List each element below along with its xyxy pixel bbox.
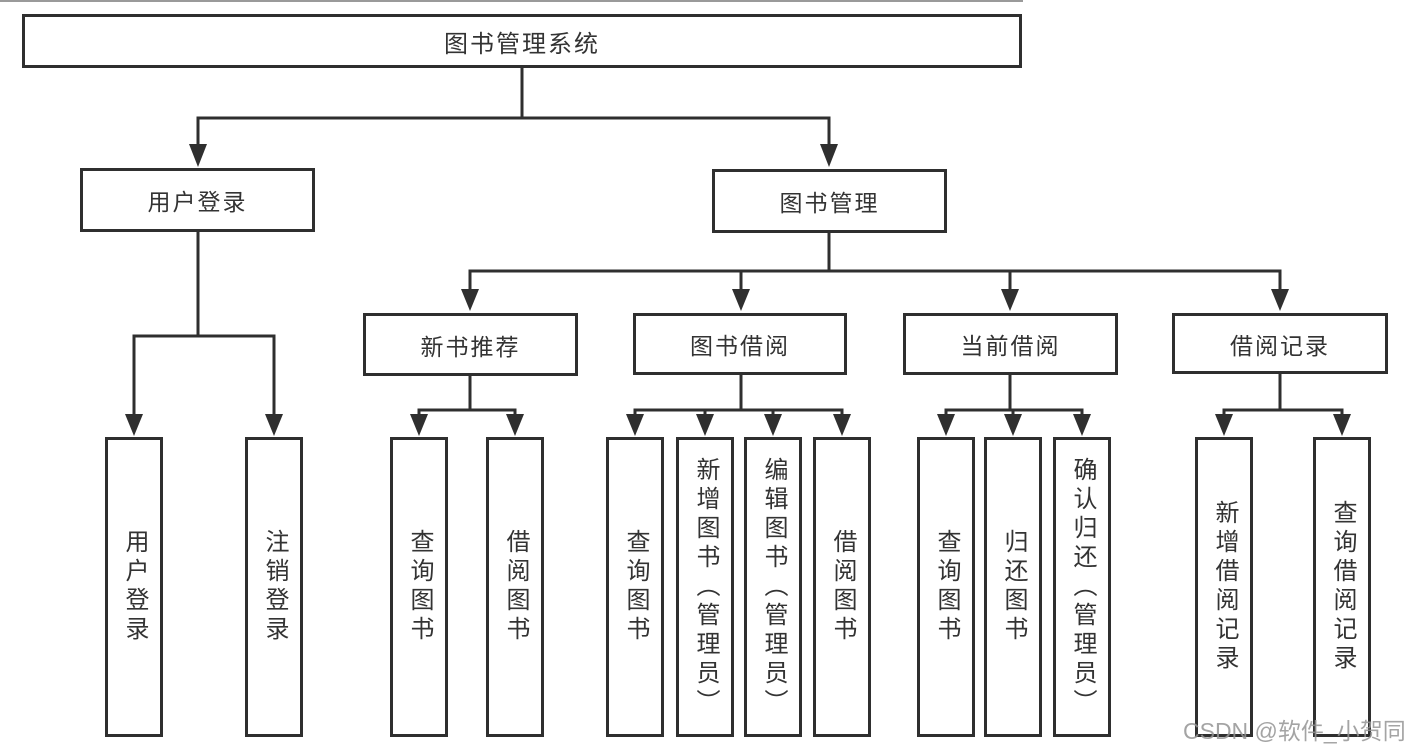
- arrow-down-icon: [265, 414, 283, 436]
- node-borrow-records: 借阅记录: [1172, 313, 1388, 374]
- node-label: 图书管理系统: [444, 30, 600, 58]
- leaf-label: 查询图书: [406, 529, 433, 645]
- node-label: 借阅记录: [1230, 332, 1330, 359]
- node-current-borrow: 当前借阅: [903, 313, 1118, 375]
- leaf-confirm-return-admin: 确认归还（管理员）: [1053, 437, 1111, 737]
- leaf-user-login: 用户登录: [105, 437, 163, 737]
- leaf-query-books: 查询图书: [390, 437, 448, 737]
- arrow-down-icon: [125, 414, 143, 436]
- leaf-label: 新增图书（管理员）: [692, 456, 719, 718]
- node-label: 用户登录: [147, 189, 248, 215]
- leaf-label: 归还图书: [1000, 529, 1027, 645]
- arrow-down-icon: [1004, 414, 1022, 436]
- arrow-down-icon: [833, 414, 851, 436]
- arrow-down-icon: [189, 144, 207, 167]
- connector-line: [1222, 408, 1344, 416]
- arrow-down-icon: [937, 414, 955, 436]
- arrow-down-icon: [820, 144, 838, 167]
- node-book-management: 图书管理: [712, 169, 947, 233]
- connector-line: [417, 408, 517, 416]
- node-label: 当前借阅: [960, 333, 1061, 359]
- csdn-watermark: CSDN @软件_小贺同学: [1183, 718, 1405, 744]
- leaf-query-books: 查询图书: [606, 437, 664, 737]
- node-new-book-recommend: 新书推荐: [363, 313, 578, 376]
- arrow-down-icon: [764, 414, 782, 436]
- leaf-borrow-books: 借阅图书: [813, 437, 871, 737]
- leaf-logout: 注销登录: [245, 437, 303, 737]
- arrow-down-icon: [696, 414, 714, 436]
- node-book-borrow: 图书借阅: [633, 313, 847, 375]
- leaf-label: 确认归还（管理员）: [1069, 456, 1096, 718]
- leaf-query-borrow-record: 查询借阅记录: [1313, 437, 1371, 737]
- leaf-label: 查询图书: [933, 529, 960, 645]
- arrow-down-icon: [1333, 414, 1351, 436]
- leaf-label: 借阅图书: [502, 529, 529, 645]
- connector-line: [196, 116, 831, 146]
- leaf-label: 新增借阅记录: [1211, 500, 1238, 674]
- arrow-down-icon: [410, 414, 428, 436]
- leaf-label: 查询图书: [622, 529, 649, 645]
- connector-line: [633, 408, 844, 416]
- arrow-down-icon: [626, 414, 644, 436]
- leaf-label: 注销登录: [261, 529, 288, 645]
- top-edge-line: [0, 0, 1023, 2]
- leaf-query-books: 查询图书: [917, 437, 975, 737]
- leaf-label: 用户登录: [121, 529, 148, 645]
- leaf-return-books: 归还图书: [984, 437, 1042, 737]
- node-label: 图书借阅: [690, 333, 790, 359]
- arrow-down-icon: [1271, 289, 1289, 311]
- node-user-login: 用户登录: [80, 168, 315, 232]
- arrow-down-icon: [732, 289, 750, 311]
- arrow-down-icon: [1215, 414, 1233, 436]
- arrow-down-icon: [461, 289, 479, 311]
- leaf-label: 查询借阅记录: [1329, 500, 1356, 674]
- node-library-system: 图书管理系统: [22, 14, 1022, 68]
- connector-line: [132, 334, 276, 416]
- node-label: 新书推荐: [420, 333, 521, 360]
- arrow-down-icon: [506, 414, 524, 436]
- leaf-borrow-books: 借阅图书: [486, 437, 544, 737]
- arrow-down-icon: [1073, 414, 1091, 436]
- node-label: 图书管理: [779, 190, 880, 216]
- arrow-down-icon: [1001, 289, 1019, 311]
- leaf-add-borrow-record: 新增借阅记录: [1195, 437, 1253, 737]
- leaf-label: 编辑图书（管理员）: [760, 456, 787, 718]
- leaf-add-books-admin: 新增图书（管理员）: [676, 437, 734, 737]
- leaf-label: 借阅图书: [829, 529, 856, 645]
- leaf-edit-books-admin: 编辑图书（管理员）: [744, 437, 802, 737]
- connector-line: [468, 269, 1282, 292]
